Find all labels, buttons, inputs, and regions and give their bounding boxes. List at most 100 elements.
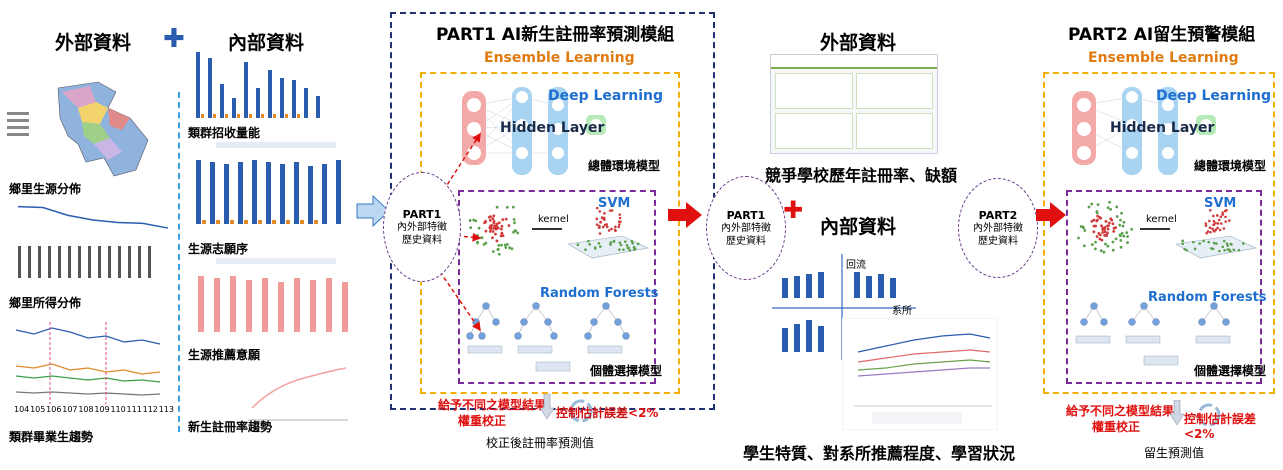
village-line-chart	[12, 200, 172, 240]
svm-3d-point	[1217, 218, 1221, 222]
svm-3d-point	[610, 209, 614, 212]
svm-point	[1100, 224, 1103, 228]
part1-weights-line1: 給予不同之模型結果	[438, 398, 547, 412]
svm-point	[1106, 231, 1109, 235]
svm-3d-point	[1218, 228, 1222, 232]
village-source-label: 鄉里生源分佈	[9, 182, 82, 196]
svm-3d-point	[1211, 227, 1214, 231]
svm-3d-point	[1212, 229, 1216, 233]
svm-point	[1118, 234, 1122, 238]
svm-point	[1100, 238, 1104, 242]
svm-point	[1118, 223, 1122, 227]
svm-point	[1106, 227, 1110, 231]
flow-arrow-2	[668, 202, 702, 232]
svm-point	[500, 231, 504, 235]
part2-svm-label: SVM	[1204, 196, 1237, 211]
village-income-label: 鄉里所得分佈	[9, 296, 82, 310]
svm-3d-point	[1229, 242, 1233, 246]
part2-cycle-icon	[1196, 402, 1222, 432]
svm-3d-point	[627, 246, 631, 250]
svm-3d-point	[618, 241, 622, 245]
svm-point	[516, 231, 520, 235]
svm-point	[504, 246, 508, 249]
svm-3d-point	[1209, 230, 1212, 234]
svm-point	[495, 239, 499, 243]
svm-3d-point	[1223, 248, 1226, 252]
svm-3d-point	[584, 248, 587, 251]
svm-point	[1115, 205, 1119, 209]
svm-point	[511, 205, 515, 209]
svm-point	[492, 214, 496, 218]
svm-point	[1090, 243, 1094, 246]
svm-point	[512, 218, 516, 221]
new-reg-chart	[244, 356, 354, 426]
part1-indiv-frame	[458, 190, 656, 384]
svm-3d-point	[1224, 220, 1228, 223]
svm-point	[1115, 215, 1119, 218]
svm-point	[501, 234, 505, 238]
part1-random-forests-label: Random Forests	[540, 286, 659, 301]
source-order-label: 生源志願序	[188, 242, 249, 256]
svm-point	[489, 215, 492, 218]
part1-title: PART1 AI新生註冊率預測模組	[436, 25, 675, 45]
svm-3d-point	[587, 239, 590, 243]
part2-control-label: 控制估計誤差<2%	[1184, 412, 1257, 441]
svm-point	[1082, 226, 1085, 230]
svm-point	[1106, 244, 1110, 248]
svm-3d-point	[631, 241, 634, 245]
svm-point	[1107, 224, 1110, 228]
svm-3d-point	[595, 223, 599, 226]
svm-point	[494, 226, 498, 230]
part1-ensemble-label: Ensemble Learning	[484, 50, 635, 66]
svm-3d-point	[1227, 219, 1231, 222]
mid-axis-x-label: 系所	[892, 306, 912, 317]
part2-indiv-model: 個體選擇模型	[1194, 364, 1267, 378]
svm-point	[1119, 218, 1122, 222]
svm-3d-point	[1212, 214, 1215, 218]
svm-point	[1121, 224, 1125, 228]
part1-neural-net	[460, 85, 610, 180]
svm-3d-point	[1237, 248, 1241, 252]
part2-kernel-arrow	[1140, 228, 1170, 230]
svm-3d-point	[1221, 211, 1224, 214]
part2-kernel-label: kernel	[1146, 214, 1177, 225]
svm-point	[1126, 241, 1129, 244]
svm-point	[514, 229, 517, 233]
svm-3d-point	[1202, 239, 1205, 243]
svm-point	[512, 230, 515, 234]
svm-point	[497, 252, 501, 256]
part2-svm-scatter	[1072, 198, 1136, 258]
svm-3d-point	[1219, 215, 1223, 219]
part2-title: PART2 AI留生預警模組	[1068, 25, 1256, 45]
svm-point	[507, 224, 511, 227]
svm-3d-point	[618, 213, 622, 216]
svm-point	[483, 221, 487, 225]
svm-point	[493, 224, 496, 228]
part1-indiv-model: 個體選擇模型	[590, 364, 663, 378]
svm-point	[500, 243, 503, 247]
svm-3d-point	[1216, 222, 1220, 225]
svm-point	[495, 222, 499, 226]
svm-3d-point	[617, 223, 621, 226]
svm-3d-point	[612, 240, 616, 243]
svm-point	[1098, 216, 1102, 219]
svm-point	[468, 219, 472, 222]
svm-point	[1103, 230, 1107, 234]
svm-point	[1083, 229, 1087, 232]
svm-3d-point	[630, 239, 634, 243]
part2-result-label: 留生預測值	[1144, 446, 1205, 460]
svm-point	[1096, 203, 1100, 207]
svm-point	[491, 250, 495, 253]
student-label: 學生特質、對系所推薦程度、學習狀況	[743, 444, 1016, 463]
svm-3d-point	[593, 247, 597, 250]
svm-3d-point	[603, 223, 607, 227]
svm-3d-point	[1232, 248, 1236, 252]
svm-3d-point	[605, 225, 609, 229]
svm-3d-point	[598, 232, 602, 235]
svm-3d-point	[603, 212, 606, 215]
svm-point	[501, 218, 505, 222]
svm-point	[1092, 218, 1096, 222]
part2-random-forests-label: Random Forests	[1148, 290, 1267, 305]
group-capacity-label: 類群招收量能	[188, 126, 261, 140]
